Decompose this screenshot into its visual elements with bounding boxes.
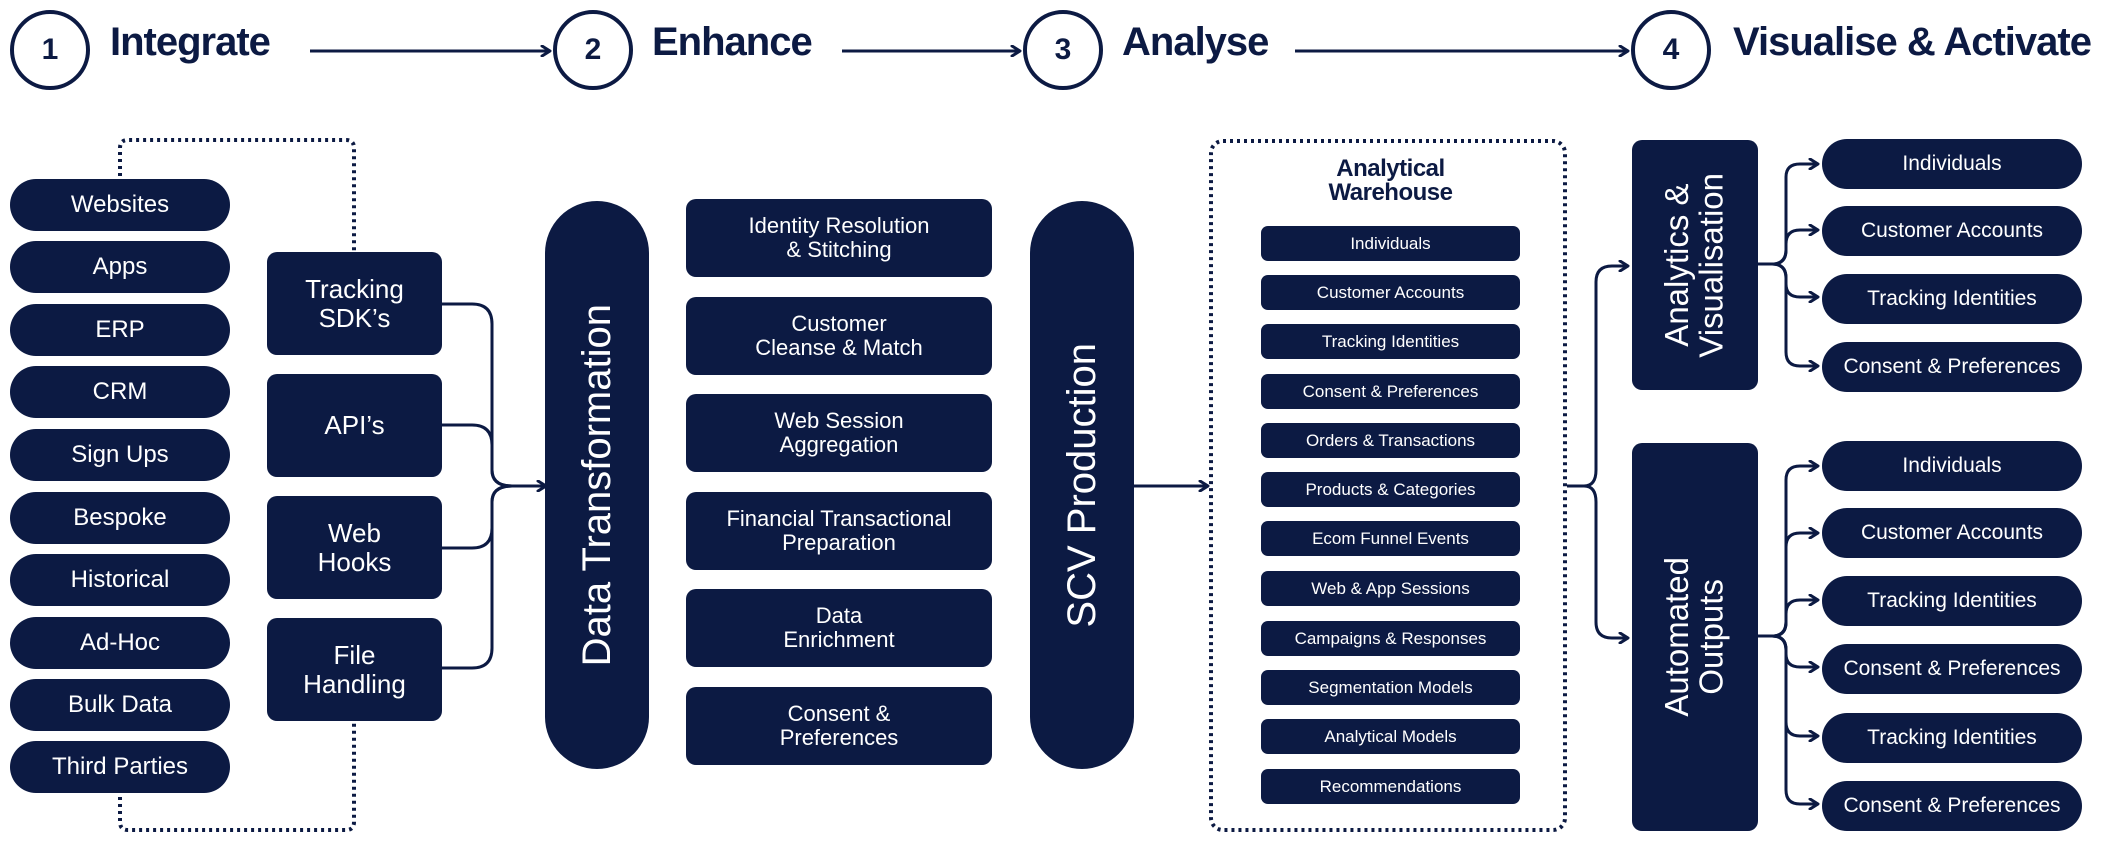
warehouse-table-campaigns-responses: Campaigns & Responses [1261,621,1520,656]
step-3-circle: 3 [1023,10,1103,90]
warehouse-table-orders-transactions: Orders & Transactions [1261,423,1520,458]
automated-output-consent-preferences: Consent & Preferences [1822,644,2082,694]
method-tracking-sdks: Tracking SDK’s [267,252,442,355]
scv-production-label: SCV Production [1059,342,1104,628]
step-1-number: 1 [41,33,59,66]
step-2-circle: 2 [553,10,633,90]
automated-output-tracking-identities-2: Tracking Identities [1822,713,2082,763]
automated-outputs-block: Automated Outputs [1632,443,1758,831]
step-3-title: Analyse [1122,20,1269,64]
process-web-session: Web Session Aggregation [686,394,992,472]
warehouse-table-products-categories: Products & Categories [1261,472,1520,507]
analytics-output-consent-preferences: Consent & Preferences [1822,342,2082,392]
source-bespoke: Bespoke [10,492,230,544]
source-bulk-data: Bulk Data [10,679,230,731]
warehouse-table-ecom-funnel-events: Ecom Funnel Events [1261,521,1520,556]
data-transformation-label: Data Transformation [574,303,619,667]
analytics-visualisation-label: Analytics & Visualisation [1658,172,1730,358]
method-web-hooks: Web Hooks [267,496,442,599]
analytics-output-individuals: Individuals [1822,139,2082,189]
source-sign-ups: Sign Ups [10,429,230,481]
automated-output-tracking-identities: Tracking Identities [1822,576,2082,626]
step-1-title: Integrate [110,20,271,64]
process-consent-preferences: Consent & Preferences [686,687,992,765]
warehouse-table-web-app-sessions: Web & App Sessions [1261,571,1520,606]
source-erp: ERP [10,304,230,356]
analytics-visualisation-block: Analytics & Visualisation [1632,140,1758,390]
method-file-handling: File Handling [267,618,442,721]
automated-output-consent-preferences-2: Consent & Preferences [1822,781,2082,831]
analytics-output-tracking-identities: Tracking Identities [1822,274,2082,324]
process-identity-resolution: Identity Resolution & Stitching [686,199,992,277]
warehouse-title: Analytical Warehouse [1328,155,1453,206]
step-2-title: Enhance [652,20,813,64]
analytics-output-customer-accounts: Customer Accounts [1822,206,2082,256]
step-3-number: 3 [1054,33,1072,66]
method-apis: API’s [267,374,442,477]
warehouse-table-individuals: Individuals [1261,226,1520,261]
warehouse-table-consent-preferences: Consent & Preferences [1261,374,1520,409]
step-2-number: 2 [584,33,602,66]
warehouse-table-segmentation-models: Segmentation Models [1261,670,1520,705]
step-4-circle: 4 [1631,10,1711,90]
source-apps: Apps [10,241,230,293]
source-crm: CRM [10,366,230,418]
automated-output-customer-accounts: Customer Accounts [1822,508,2082,558]
process-financial-transactional: Financial Transactional Preparation [686,492,992,570]
step-1-circle: 1 [10,10,90,90]
automated-outputs-label: Automated Outputs [1658,557,1730,717]
warehouse-table-recommendations: Recommendations [1261,769,1520,804]
process-customer-cleanse: Customer Cleanse & Match [686,297,992,375]
source-third-parties: Third Parties [10,741,230,793]
source-websites: Websites [10,179,230,231]
process-data-enrichment: Data Enrichment [686,589,992,667]
source-historical: Historical [10,554,230,606]
data-transformation-block: Data Transformation [545,201,649,769]
step-4-number: 4 [1662,33,1680,66]
source-ad-hoc: Ad-Hoc [10,617,230,669]
warehouse-table-tracking-identities: Tracking Identities [1261,324,1520,359]
step-4-title: Visualise & Activate [1733,20,2092,64]
warehouse-table-analytical-models: Analytical Models [1261,719,1520,754]
warehouse-table-customer-accounts: Customer Accounts [1261,275,1520,310]
automated-output-individuals: Individuals [1822,441,2082,491]
scv-production-block: SCV Production [1030,201,1134,769]
